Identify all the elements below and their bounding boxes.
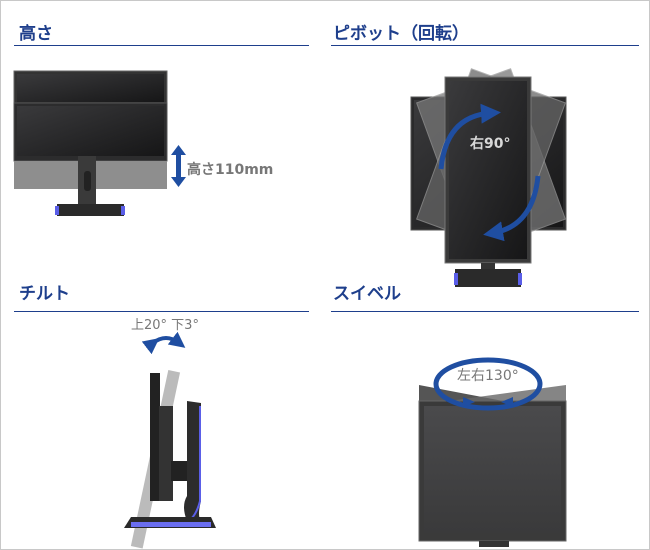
swivel-caption: 左右130° bbox=[457, 368, 519, 384]
swivel-monitor-image bbox=[418, 385, 567, 547]
tilt-monitor-image bbox=[124, 369, 216, 549]
up-down-arrow-icon bbox=[171, 145, 186, 187]
tilt-arrow-icon bbox=[141, 331, 186, 355]
section-title-swivel: スイベル bbox=[333, 284, 401, 304]
section-divider bbox=[14, 45, 309, 46]
height-caption: 高さ110mm bbox=[187, 162, 274, 178]
pivot-caption: 右90° bbox=[470, 136, 511, 152]
section-divider bbox=[14, 311, 309, 312]
section-divider bbox=[331, 311, 639, 312]
tilt-caption: 上20° 下3° bbox=[131, 318, 199, 333]
swivel-arrow-icon bbox=[433, 357, 543, 411]
section-title-pivot: ピボット（回転） bbox=[333, 24, 469, 44]
section-title-height: 高さ bbox=[19, 24, 53, 44]
pivot-monitor-image bbox=[410, 68, 567, 287]
section-title-tilt: チルト bbox=[19, 284, 70, 304]
rotate-arrow-icon bbox=[438, 103, 541, 242]
section-divider bbox=[331, 45, 639, 46]
height-monitor-image bbox=[13, 70, 168, 216]
